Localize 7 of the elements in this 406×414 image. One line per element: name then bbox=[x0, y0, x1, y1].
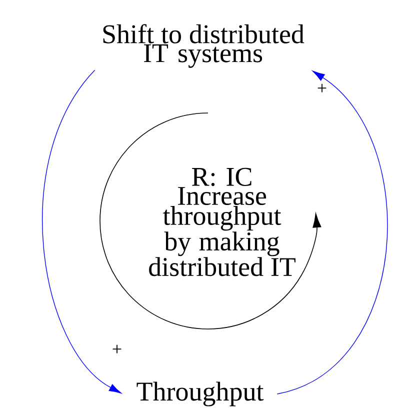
loop-label: R: IC Increase throughput by making distributed IT bbox=[149, 168, 296, 276]
arrow bbox=[42, 70, 122, 394]
edge-label: + bbox=[316, 82, 328, 96]
edge-label: + bbox=[110, 344, 124, 356]
node-label: Shift to distributed IT systems bbox=[103, 24, 304, 68]
arrow bbox=[276, 70, 388, 394]
node-label: Throughput bbox=[136, 382, 264, 406]
